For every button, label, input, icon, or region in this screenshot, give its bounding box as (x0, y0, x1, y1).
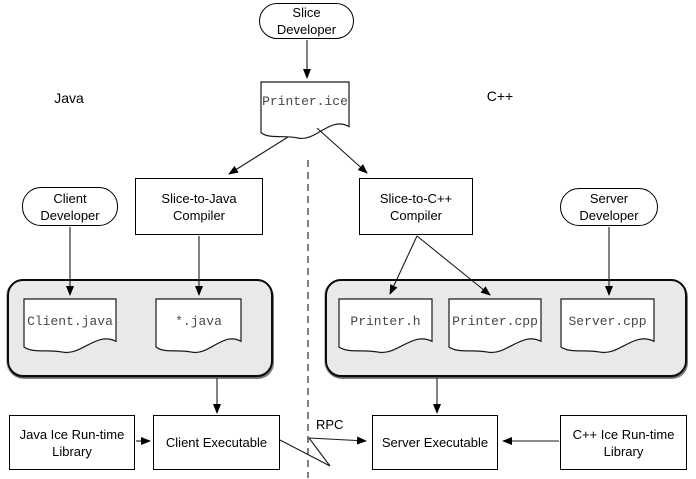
doc-label-server-cpp: Server.cpp (568, 314, 647, 329)
doc-label-printer-h: Printer.h (350, 314, 421, 329)
node-label: Slice (292, 5, 321, 20)
node-client-developer: Client Developer (22, 187, 118, 226)
doc-printer-ice (260, 81, 350, 139)
node-label: Developer (579, 208, 639, 223)
node-slice-to-java-compiler: Slice-to-Java Compiler (135, 178, 263, 235)
side-label-java: Java (54, 90, 84, 106)
node-slice-to-cpp-compiler: Slice-to-C++ Compiler (359, 178, 473, 235)
doc-printer-h (338, 298, 433, 354)
node-label: Compiler (389, 207, 442, 223)
doc-label-client-java: Client.java (27, 314, 113, 329)
node-label: Client (53, 190, 87, 206)
doc-label-printer-cpp: Printer.cpp (452, 314, 538, 329)
doc-server-cpp (560, 298, 655, 354)
node-cpp-runtime-library: C++ Ice Run-time Library (560, 415, 687, 470)
node-label: Library (603, 443, 644, 459)
node-java-runtime-library: Java Ice Run-time Library (9, 415, 135, 470)
node-server-executable: Server Executable (372, 415, 498, 470)
rpc-lightning-line (279, 437, 331, 467)
node-label: Slice-to-Java (161, 190, 237, 206)
node-label: Developer (40, 207, 100, 223)
node-client-executable: Client Executable (153, 415, 280, 470)
doc-star-java (155, 298, 242, 354)
rpc-label: RPC (316, 417, 344, 432)
node-slice-developer: Slice Developer (259, 3, 354, 39)
node-label: Server Executable (381, 435, 489, 450)
node-label: Client Executable (165, 435, 268, 450)
node-label: Java Ice Run-time (19, 426, 125, 442)
doc-printer-cpp (448, 298, 542, 354)
node-label: Server (589, 191, 629, 206)
node-label: C++ Ice Run-time (572, 426, 675, 442)
arrow-rpc-to-serverexe (308, 436, 367, 445)
doc-client-java (23, 298, 117, 354)
doc-label-printer-ice: Printer.ice (262, 94, 348, 109)
node-server-developer: Server Developer (560, 188, 658, 226)
side-label-cpp: C++ (486, 88, 514, 104)
node-label: Compiler (172, 207, 225, 223)
node-label: Library (52, 443, 92, 459)
node-label: Slice-to-C++ (379, 190, 453, 206)
doc-label-star-java: *.java (175, 314, 222, 329)
node-label: Developer (276, 22, 337, 37)
